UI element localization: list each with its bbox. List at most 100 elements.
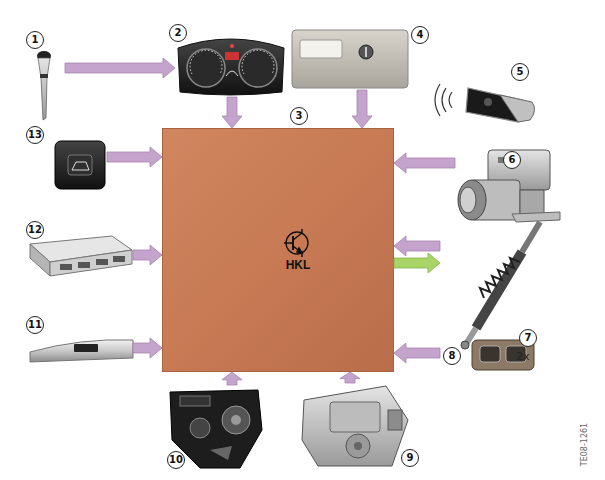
control-unit-illustration-detail — [50, 250, 132, 276]
callout-number: 1 — [26, 31, 44, 49]
callout-number: 6 — [503, 151, 521, 169]
instrument-cluster-illustration-detail — [187, 49, 225, 87]
lock-part: 10 — [165, 385, 265, 473]
callout-number: 11 — [26, 316, 44, 334]
instrument-cluster-illustration-detail — [239, 49, 277, 87]
signal-arrow — [394, 236, 440, 256]
instrument-cluster-illustration-detail — [242, 50, 274, 74]
tailgate-panel-illustration — [292, 30, 408, 88]
closing-drive-illustration-detail — [302, 386, 408, 466]
callout-number: 5 — [511, 63, 529, 81]
handle-part: 11 — [28, 335, 133, 365]
control-unit-illustration — [30, 236, 132, 276]
tailgate-panel-illustration-detail — [359, 45, 373, 59]
spindle-drive-illustration-detail — [466, 328, 476, 344]
signal-arrow — [222, 372, 242, 385]
control-unit-illustration-detail — [60, 264, 72, 270]
callout-number: 3 — [290, 107, 308, 125]
signal-arrow — [107, 147, 162, 167]
sensor-illustration-detail — [38, 58, 50, 120]
handle-illustration-detail — [74, 344, 98, 352]
callout-number: 12 — [26, 221, 44, 239]
tailgate-panel-illustration-detail — [300, 40, 342, 58]
figure-code: TE08-1261 — [580, 423, 589, 466]
actuator-illustration-detail — [458, 180, 486, 220]
switch-illustration-detail — [480, 346, 500, 362]
spindle-drive-illustration — [461, 212, 560, 349]
control-unit-illustration-detail — [78, 262, 90, 268]
signal-arrow — [133, 245, 162, 265]
spindle-drive-illustration-detail — [476, 252, 522, 328]
sensor-illustration — [37, 51, 51, 120]
key-fob-illustration-detail — [435, 84, 440, 116]
control-unit-illustration-detail — [30, 236, 132, 262]
actuator-illustration-detail — [488, 150, 550, 190]
tailgate-lock-part: 4 — [290, 28, 410, 90]
handle-illustration-detail — [30, 340, 133, 362]
key-fob-illustration-detail — [484, 98, 492, 106]
callout-number: 13 — [26, 126, 44, 144]
callout-number: 8 — [443, 347, 461, 365]
closing-drive-part: 9 — [300, 383, 410, 468]
instrument-cluster-illustration-detail — [178, 39, 284, 95]
lock-illustration-detail — [190, 418, 210, 438]
spindle-drive-illustration-detail — [522, 222, 540, 252]
key-fob-illustration-detail — [442, 88, 446, 112]
button-illustration-detail — [72, 162, 89, 170]
callout-number: 7 — [519, 329, 537, 347]
callout-number: 9 — [401, 449, 419, 467]
control-unit-part: 12 — [28, 232, 133, 277]
spindle-drive-part: 7 — [440, 212, 565, 350]
callout-number: 2 — [169, 24, 187, 42]
actuator-illustration-detail — [460, 187, 476, 213]
actuator-illustration-detail — [470, 180, 520, 220]
signal-arrow — [133, 338, 162, 358]
spindle-drive-illustration-detail — [480, 258, 520, 298]
instrument-cluster-illustration — [178, 39, 284, 95]
instrument-cluster-illustration-detail — [225, 52, 239, 60]
callout-number: 10 — [167, 451, 185, 469]
spindle-drive-illustration-detail — [512, 212, 560, 222]
key-fob-part: 5 — [465, 85, 535, 125]
closing-drive-illustration-detail — [388, 410, 402, 430]
control-unit-illustration-detail — [96, 259, 108, 265]
instrument-cluster-illustration-detail — [230, 44, 234, 48]
signal-arrow — [352, 90, 372, 128]
lock-illustration-detail — [210, 446, 232, 460]
control-unit-illustration-detail — [30, 244, 50, 276]
button-illustration-detail — [68, 155, 92, 175]
closing-drive-illustration-detail — [346, 434, 370, 458]
control-unit-box: 3HKL — [162, 128, 394, 372]
signal-arrow — [394, 153, 455, 173]
spindle-drive-illustration-detail — [461, 341, 469, 349]
closing-drive-illustration — [302, 386, 408, 466]
lock-illustration-detail — [231, 415, 241, 425]
key-fob-illustration — [435, 84, 535, 122]
button-part: 13 — [52, 140, 107, 190]
signal-arrow — [222, 97, 242, 128]
callout-number: 4 — [411, 26, 429, 44]
button-illustration — [55, 141, 105, 189]
tailgate-panel-illustration-detail — [365, 47, 367, 57]
instrument-cluster-part: 2 — [175, 35, 287, 97]
signal-arrow — [394, 343, 440, 363]
signal-arrow — [340, 372, 360, 383]
actuator-part: 6 — [455, 148, 555, 232]
control-unit-illustration-detail — [113, 256, 125, 262]
actuator-illustration — [458, 150, 550, 220]
sensor-part: 1 — [30, 50, 65, 122]
sensor-illustration-detail — [40, 74, 48, 78]
closing-drive-illustration-detail — [354, 442, 362, 450]
key-fob-illustration-detail — [466, 88, 522, 122]
lock-illustration-detail — [180, 396, 210, 406]
tailgate-panel-illustration-detail — [292, 30, 408, 88]
closing-drive-illustration-detail — [330, 402, 380, 432]
unit-name: HKL — [286, 258, 311, 272]
handle-illustration — [30, 340, 133, 362]
key-fob-illustration-detail — [449, 92, 452, 108]
lock-illustration-detail — [222, 406, 250, 434]
key-fob-illustration-detail — [500, 95, 535, 122]
sensor-illustration-detail — [37, 51, 51, 61]
actuator-illustration-detail — [520, 190, 544, 214]
